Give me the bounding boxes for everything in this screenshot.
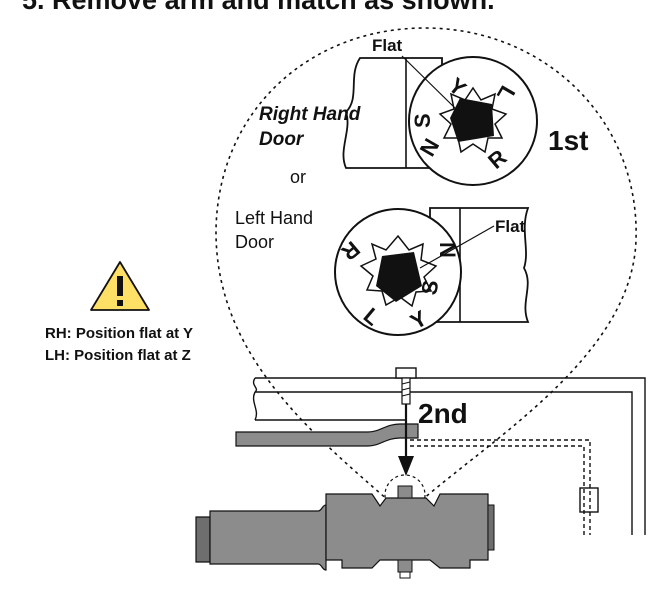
- door-closer-body: [195, 485, 495, 579]
- lh-letter-s: S: [416, 278, 443, 297]
- instruction-heading: 5. Remove arm and match as shown.: [22, 0, 495, 15]
- flat-label-bottom: Flat: [495, 217, 526, 236]
- flat-label-top: Flat: [372, 36, 403, 55]
- right-hand-label: Right Hand: [259, 104, 361, 125]
- warning-block: RH: Position flat at Y LH: Position flat…: [45, 261, 193, 364]
- right-hand-arm-detail: Y L R N S Flat: [342, 36, 538, 186]
- lh-letter-n: N: [435, 242, 460, 258]
- left-hand-label: Left Hand: [235, 208, 313, 228]
- right-hand-door-label: Door: [259, 129, 305, 150]
- or-label: or: [290, 167, 306, 187]
- step-2nd-label: 2nd: [418, 398, 468, 429]
- lh-square-spindle: [376, 252, 422, 302]
- callout-outline: [215, 27, 637, 517]
- warning-line-lh: LH: Position flat at Z: [45, 347, 191, 364]
- closer-arm-bar: [235, 423, 419, 447]
- rh-letter-s: S: [410, 113, 435, 128]
- door-frame: [252, 377, 646, 535]
- warning-line-rh: RH: Position flat at Y: [45, 325, 193, 342]
- arm-screw: [395, 367, 417, 476]
- step-1st-label: 1st: [548, 125, 588, 156]
- left-hand-door-label: Door: [235, 232, 274, 252]
- rh-square-spindle: [450, 98, 494, 142]
- left-hand-arm-detail: N S Y L R Flat: [334, 207, 530, 336]
